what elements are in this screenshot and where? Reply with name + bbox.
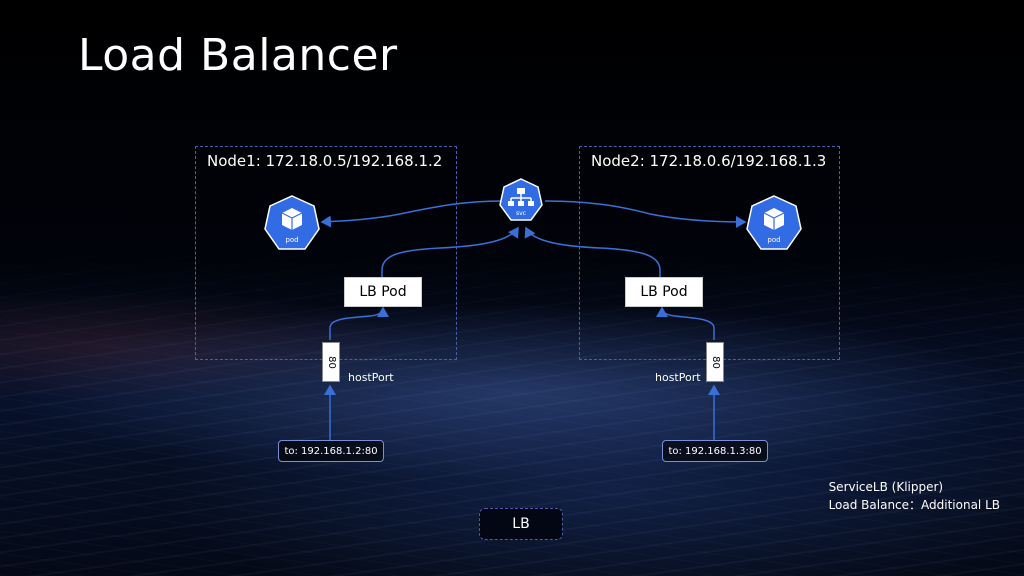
target-node2: to: 192.168.1.3:80: [662, 440, 768, 462]
host-port-node2: 80: [706, 342, 724, 382]
port1-to-lbpod1-arrow: [329, 306, 389, 340]
host-port-node1-value: 80: [325, 355, 337, 369]
pod2-icon: pod: [744, 194, 804, 254]
page-title: Load Balancer: [78, 30, 398, 81]
host-port-label-node2: hostPort: [655, 371, 701, 384]
target-node1: to: 192.168.1.2:80: [278, 440, 384, 462]
lb-pod-node1: LB Pod: [344, 277, 422, 307]
note-line-2: Load Balance：Additional LB: [828, 498, 1000, 512]
svc-icon: svc: [497, 177, 545, 225]
pod2-label: pod: [767, 236, 780, 244]
node2-label: Node2: 172.18.0.6/192.168.1.3: [591, 152, 827, 170]
servicelb-note: ServiceLB (Klipper) Load Balance：Additio…: [829, 478, 1000, 514]
pod1-label: pod: [285, 236, 298, 244]
lb-pod-node2: LB Pod: [625, 277, 703, 307]
svc-to-pod1-arrow: [320, 200, 503, 228]
svc-to-pod2-arrow: [544, 200, 747, 228]
host-port-node2-value: 80: [709, 355, 721, 369]
svc-label: svc: [516, 210, 526, 217]
host-port-node1: 80: [322, 342, 340, 382]
lbpod1-to-svc-arrow: [381, 226, 519, 277]
pod1-icon: pod: [262, 194, 322, 254]
host-port-label-node1: hostPort: [348, 371, 394, 384]
lb-button[interactable]: LB: [479, 508, 563, 540]
port2-to-lbpod2-arrow: [656, 306, 715, 340]
note-line-1: ServiceLB (Klipper): [828, 480, 944, 494]
node1-label: Node1: 172.18.0.5/192.168.1.2: [207, 152, 443, 170]
lbpod2-to-svc-arrow: [524, 226, 661, 277]
